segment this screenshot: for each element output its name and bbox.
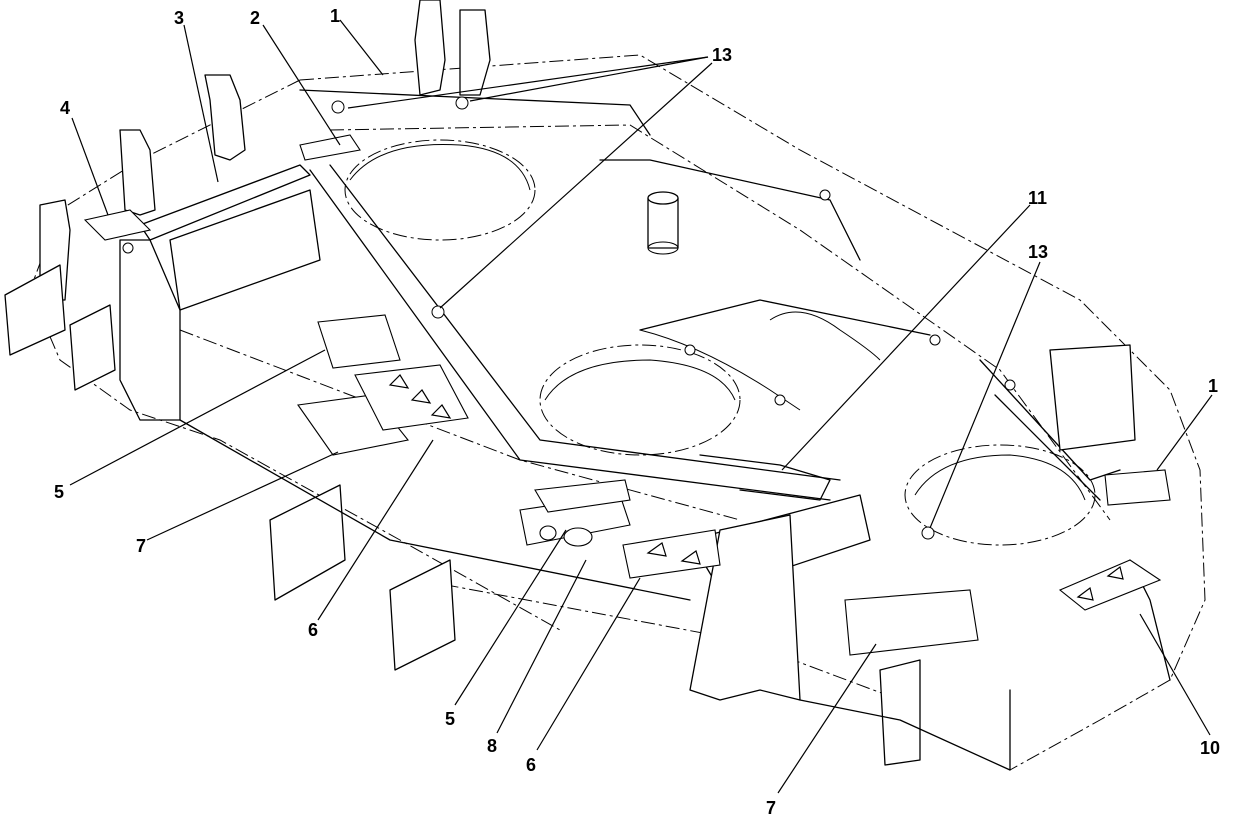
callout-10: 10 [1200,738,1220,758]
decal-2 [299,134,361,161]
callout-5-mid: 5 [445,709,455,729]
left-baffle [119,164,321,421]
callout-6-mid: 6 [526,755,536,775]
callout-labels: 1 2 3 4 13 11 13 1 5 7 6 5 8 6 7 10 [54,6,1220,818]
deck-frame [299,89,1121,501]
blade-openings [344,139,1096,546]
callout-13-right: 13 [1028,242,1048,262]
front-skirt [179,419,1171,771]
callout-2: 2 [250,8,260,28]
decals [83,134,1171,656]
callout-1-right: 1 [1208,376,1218,396]
decal-4 [83,209,152,241]
decal-10 [1058,559,1162,611]
callout-7-bottom: 7 [766,798,776,818]
callout-5-left: 5 [54,482,64,502]
center-spindle [647,191,679,255]
callout-8: 8 [487,736,497,756]
right-baffle [689,344,1136,766]
hanger-brackets-left [4,74,456,671]
decal-7-bottom [844,589,979,656]
mounting-holes [122,96,1016,540]
callout-7-left: 7 [136,536,146,556]
callout-6-left: 6 [308,620,318,640]
callout-4: 4 [60,98,70,118]
callout-1-top: 1 [330,6,340,26]
callout-11: 11 [1028,188,1047,208]
decal-1-right [1104,469,1171,506]
hanger-brackets-top [414,0,491,96]
decal-6-mid [622,529,721,579]
callout-3: 3 [174,8,184,28]
callout-13-top: 13 [712,45,732,65]
leader-lines [69,19,1213,794]
decal-5-left [317,314,401,369]
